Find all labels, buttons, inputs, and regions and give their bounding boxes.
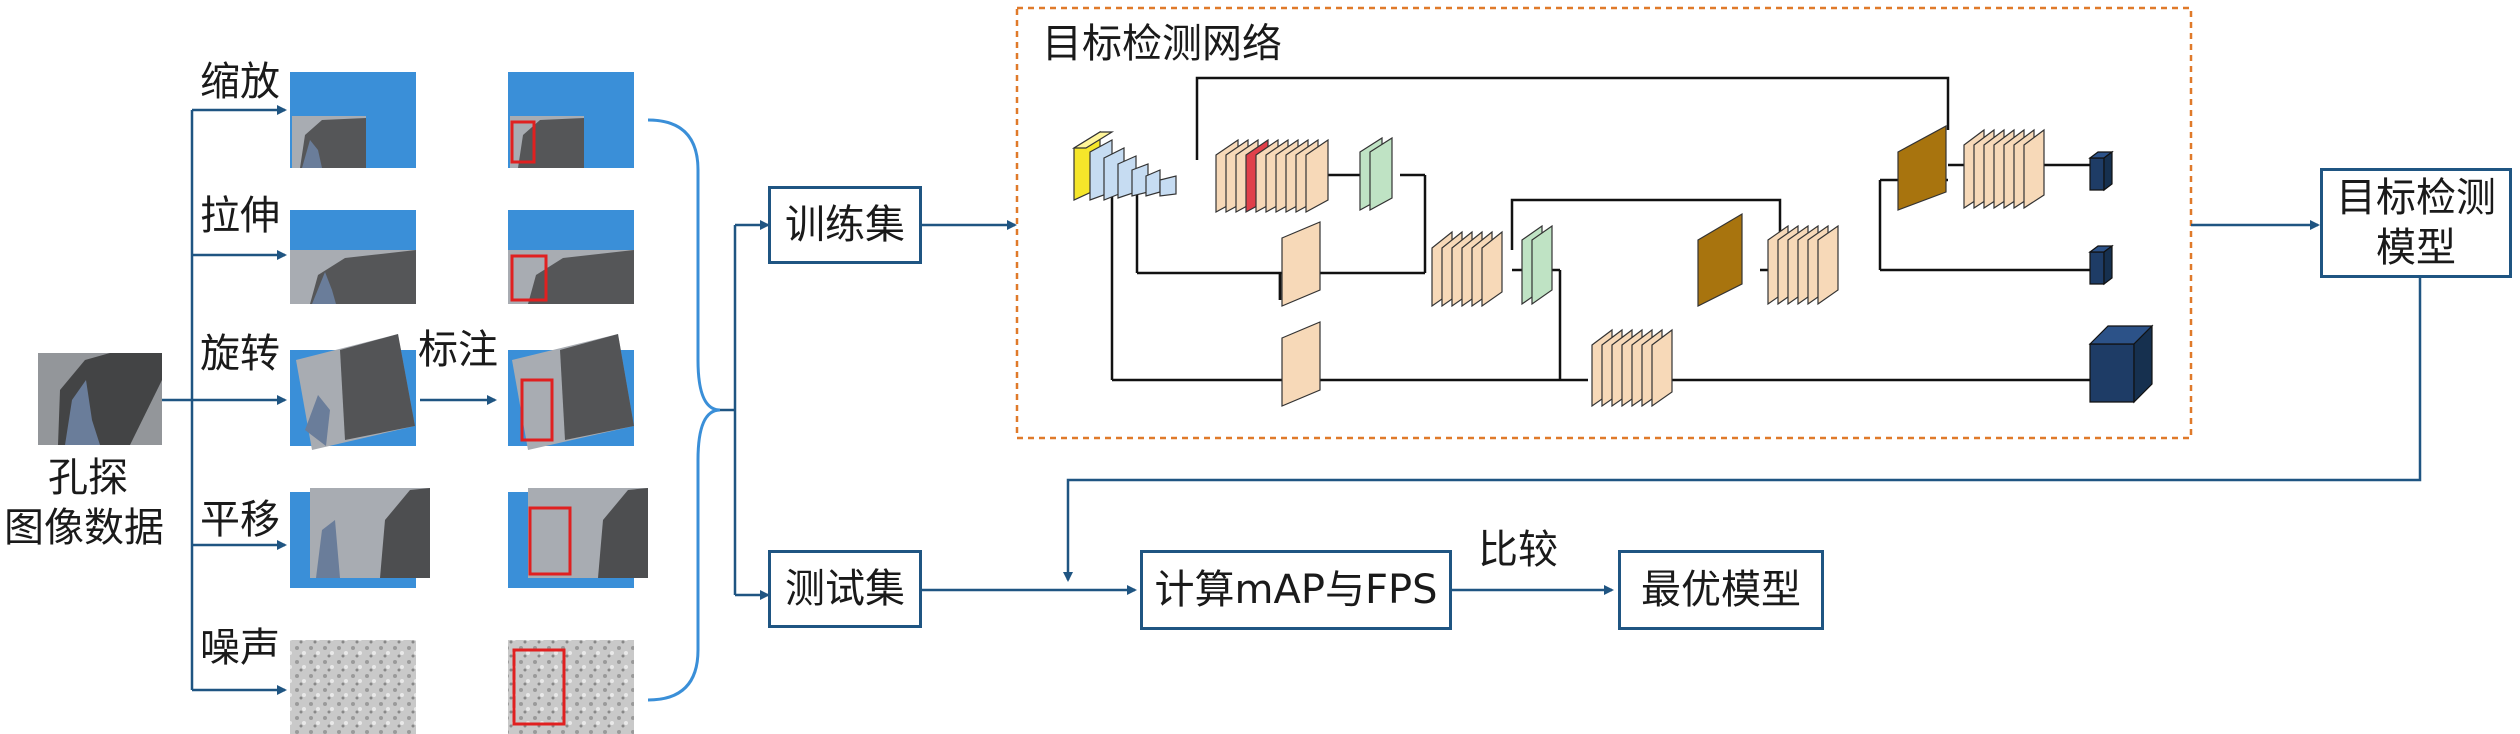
source-label-line2: 图像数据 <box>4 505 164 551</box>
neck-block-3 <box>1281 321 1673 408</box>
neck-block-5 <box>1897 124 2045 211</box>
aug-image-stretch <box>290 210 416 304</box>
compare-label: 比较 <box>1478 527 1558 573</box>
annotate-label: 标注 <box>418 327 498 373</box>
aug-image-translate <box>290 488 430 588</box>
annotated-image-noise <box>508 640 634 734</box>
split-wires <box>720 220 2422 600</box>
dataset-brace <box>647 118 721 702</box>
source-image <box>38 353 162 445</box>
aug-label-rotate: 旋转 <box>200 331 280 377</box>
aug-image-rotate <box>290 334 416 450</box>
neck-block-4 <box>1697 212 1839 307</box>
aug-label-translate: 平移 <box>200 497 280 543</box>
annotated-image-rotate <box>508 334 634 450</box>
aug-image-scale <box>290 72 416 168</box>
backbone-input-layers <box>1071 130 1177 201</box>
train-set-box: 训练集 <box>768 186 922 264</box>
annotated-image-scale <box>508 72 634 168</box>
source-fanout <box>162 105 287 695</box>
network-frame <box>1015 6 2193 440</box>
annotated-image-translate <box>508 488 648 588</box>
test-set-box: 测试集 <box>768 550 922 628</box>
network-title: 目标检测网络 <box>1042 21 1282 67</box>
network-wiring <box>1110 76 2090 382</box>
neck-block-2 <box>1281 221 1553 308</box>
detection-model-box: 目标检测 模型 <box>2320 168 2512 278</box>
compute-map-fps-box: 计算mAP与FPS <box>1140 550 1452 630</box>
annotated-image-stretch <box>508 210 634 304</box>
source-label-line1: 孔探 <box>48 455 128 501</box>
aug-label-scale: 缩放 <box>200 59 280 105</box>
aug-image-noise <box>290 640 416 734</box>
best-model-box: 最优模型 <box>1618 550 1824 630</box>
aug-label-stretch: 拉伸 <box>200 193 280 239</box>
aug-label-noise: 噪声 <box>200 625 280 671</box>
backbone-block-1 <box>1215 138 1329 214</box>
green-block-1 <box>1359 136 1393 212</box>
detection-heads <box>2088 150 2154 404</box>
